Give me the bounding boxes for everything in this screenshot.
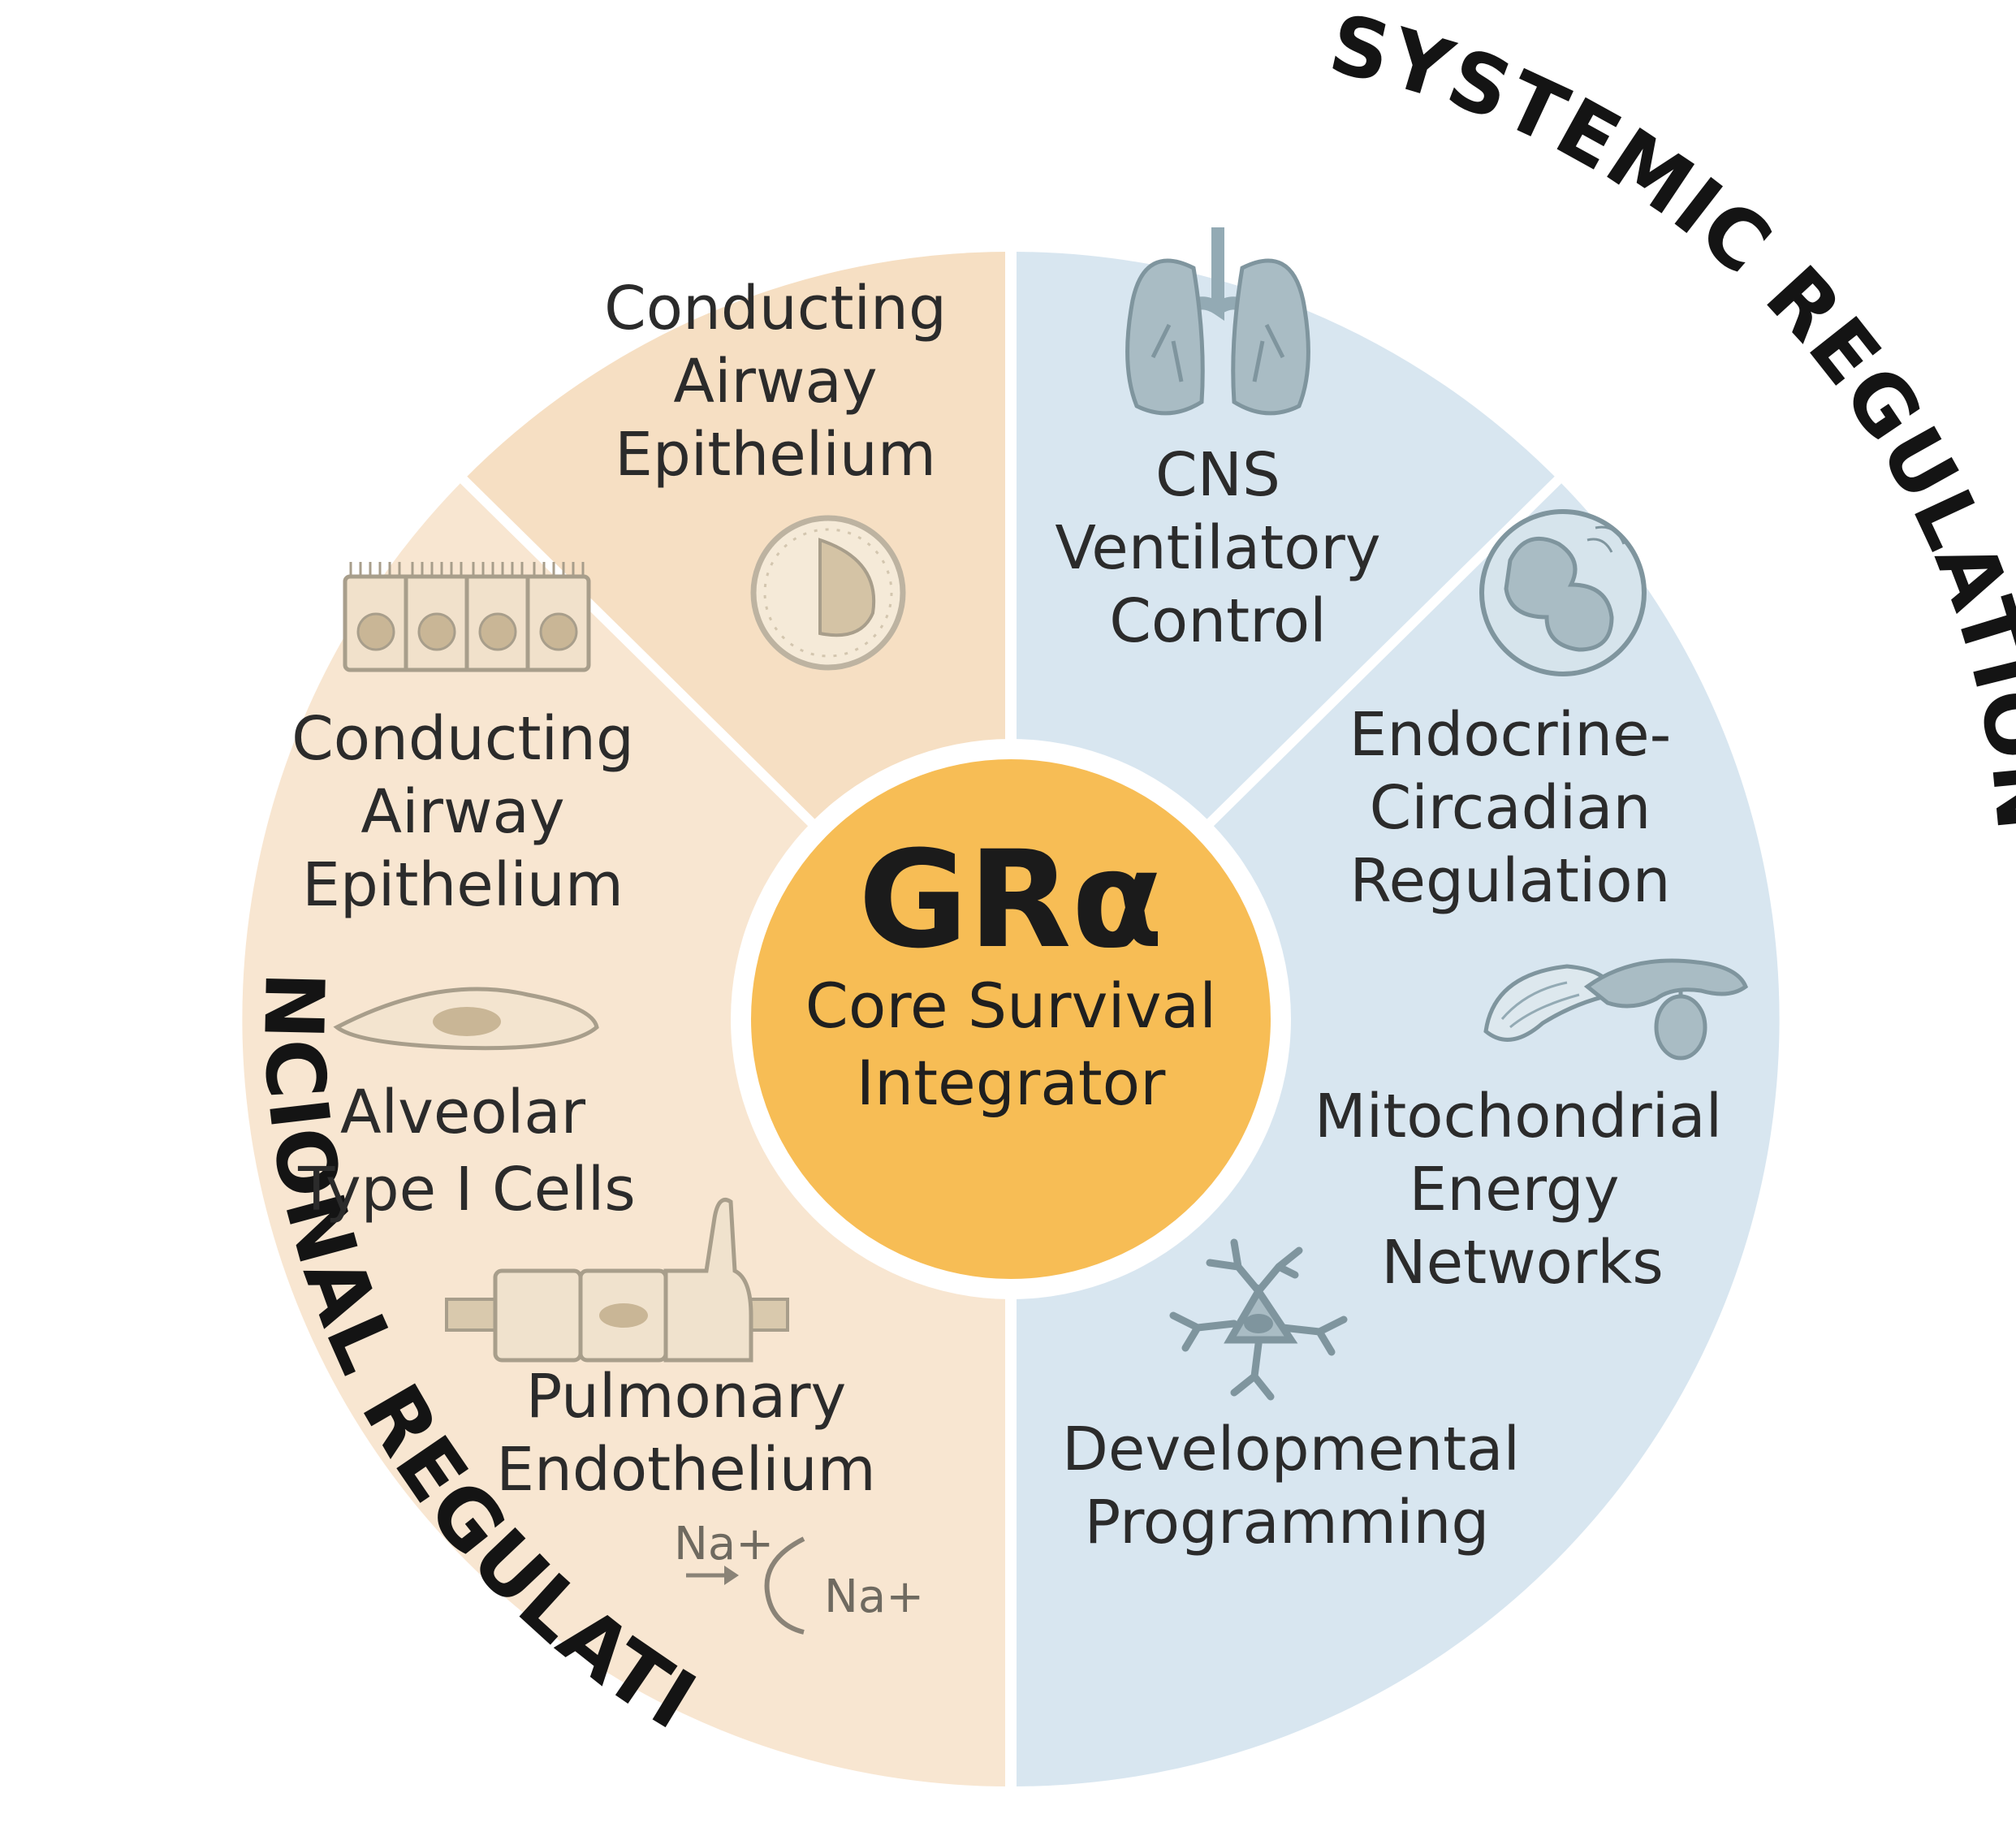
systemic-right-1-line1: Endocrine- xyxy=(1349,700,1672,770)
systemic-right-3-line1: Developmental xyxy=(1062,1415,1520,1484)
center-node: GRα Core Survival Integrator xyxy=(731,739,1291,1299)
functional-top-block: Conducting Airway Epithelium xyxy=(604,274,947,671)
functional-left-block-2: Alveolar Type I Cells xyxy=(297,987,636,1225)
functional-left-1-line2: Airway xyxy=(360,777,564,847)
ion-label-top: Na+ xyxy=(674,1518,774,1570)
functional-left-block-1: Conducting Airway Epithelium xyxy=(291,562,634,920)
functional-left-2-line1: Alveolar xyxy=(340,1078,586,1147)
center-title: GRα xyxy=(858,822,1163,978)
systemic-right-block-3: Developmental Programming xyxy=(1062,1238,1520,1557)
systemic-right-3-line2: Programming xyxy=(1085,1488,1490,1557)
functional-left-2-line2: Type I Cells xyxy=(297,1155,636,1225)
systemic-right-block-1: Endocrine- Circadian Regulation xyxy=(1349,509,1672,916)
systemic-top-block: CNS Ventilatory Control xyxy=(1055,227,1381,656)
functional-top-line3: Epithelium xyxy=(615,420,936,490)
ion-channel-icon: Na+ Na+ xyxy=(674,1518,924,1635)
ion-label-bottom: Na+ xyxy=(824,1570,924,1623)
systemic-right-2-line2: Energy xyxy=(1409,1155,1619,1225)
round-cell-icon xyxy=(750,515,906,671)
center-subtitle-line1: Core Survival xyxy=(805,970,1216,1042)
functional-top-line1: Conducting xyxy=(604,274,947,343)
systemic-top-line1: CNS xyxy=(1155,440,1280,510)
functional-left-3-line1: Pulmonary xyxy=(526,1362,847,1432)
lungs-icon xyxy=(1125,227,1310,416)
functional-left-3-line2: Endothelium xyxy=(496,1435,875,1505)
segment-functional-left xyxy=(242,481,1011,1787)
center-circle xyxy=(751,759,1271,1279)
epithelium-cells-icon xyxy=(343,562,591,672)
endothelium-cells-icon xyxy=(445,1198,789,1363)
mitochondria-icon xyxy=(1483,958,1749,1061)
systemic-right-1-line3: Regulation xyxy=(1349,846,1670,916)
systemic-right-2-line3: Networks xyxy=(1381,1228,1664,1298)
alveolar-cell-icon xyxy=(333,987,599,1051)
neuron-icon xyxy=(1169,1238,1348,1401)
functional-top-line2: Airway xyxy=(673,347,877,417)
functional-left-1-line1: Conducting xyxy=(291,704,634,774)
functional-left-block-3: Pulmonary Endothelium Na+ Na+ xyxy=(445,1198,924,1635)
systemic-top-line2: Ventilatory xyxy=(1055,513,1380,583)
systemic-top-line3: Control xyxy=(1109,586,1327,656)
functional-left-1-line3: Epithelium xyxy=(302,850,624,920)
segment-systemic-right xyxy=(1011,481,1780,1787)
systemic-right-1-line2: Circadian xyxy=(1370,773,1651,843)
dividing-cell-icon xyxy=(1479,509,1647,676)
center-subtitle-line2: Integrator xyxy=(857,1047,1166,1119)
systemic-right-2-line1: Mitochondrial xyxy=(1315,1082,1722,1151)
systemic-right-block-2: Mitochondrial Energy Networks xyxy=(1315,958,1749,1298)
